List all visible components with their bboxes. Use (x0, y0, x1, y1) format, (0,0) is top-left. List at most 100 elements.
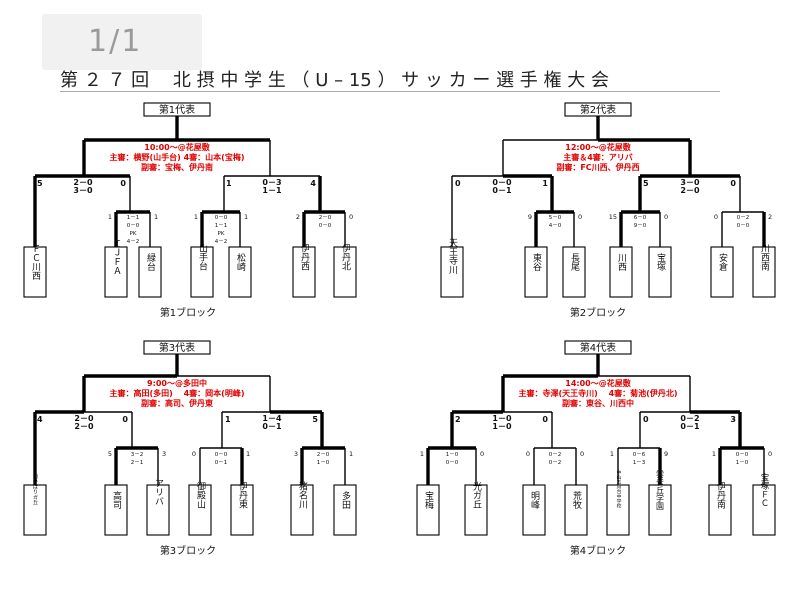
block-3-name: 第3ブロック (160, 544, 216, 557)
svg-text:3: 3 (162, 450, 166, 458)
team-box: 御殿山 (188, 480, 212, 536)
svg-text:1: 1 (108, 213, 112, 221)
block-1-label: 第1代表 (159, 103, 195, 116)
svg-text:1: 1 (225, 415, 231, 424)
svg-text:3－0: 3－0 (73, 186, 93, 195)
team-box: 伊丹東 (230, 480, 254, 536)
svg-text:1: 1 (246, 450, 250, 458)
svg-text:6－0: 6－0 (634, 215, 647, 221)
block-4-info-assistants: 副審：東谷、川西中 (562, 398, 634, 408)
svg-text:0－0: 0－0 (215, 215, 228, 221)
svg-text:3: 3 (730, 415, 736, 424)
block-1-info-referee: 主審：横野(山手台) 4審：山本(宝梅) (110, 152, 245, 162)
svg-text:1: 1 (194, 213, 198, 221)
team-name: 多田 (340, 490, 351, 510)
team-box: 伊丹北 (333, 242, 357, 298)
block-3-info-assistants: 副審：高司、伊丹東 (141, 398, 213, 408)
svg-text:4－0: 4－0 (549, 223, 562, 229)
svg-text:1: 1 (154, 213, 158, 221)
svg-text:1－1: 1－1 (127, 215, 140, 221)
svg-text:0: 0 (578, 213, 582, 221)
svg-text:1－0: 1－0 (492, 414, 512, 423)
svg-text:1: 1 (542, 179, 548, 188)
block-1-info-assistants: 副審：宝梅、伊丹南 (141, 162, 213, 172)
page-counter-text: 1/1 (88, 24, 143, 59)
svg-text:4－2: 4－2 (127, 239, 140, 245)
team-name: 山手台 (197, 243, 208, 271)
svg-text:0－2: 0－2 (737, 215, 750, 221)
team-box: 安倉 (710, 246, 734, 298)
team-name: アリバ (153, 479, 164, 506)
svg-text:2: 2 (296, 213, 300, 221)
svg-text:0: 0 (768, 450, 772, 458)
team-box: 東谷 (524, 246, 548, 298)
svg-text:1－4: 1－4 (262, 414, 282, 423)
svg-text:1－0: 1－0 (446, 452, 459, 458)
svg-text:0－1: 0－1 (680, 422, 700, 431)
team-box: 宝塚ＦＣ (752, 472, 776, 536)
svg-text:0－1: 0－1 (492, 186, 512, 195)
svg-text:2－0: 2－0 (680, 186, 700, 195)
svg-text:5: 5 (37, 179, 43, 188)
svg-text:2－0: 2－0 (319, 215, 332, 221)
document-title: 第 ２ ７ 回 北 摂 中 学 生 （ U – 15 ） サ ッ カ ー 選 手… (60, 70, 609, 91)
block-3-label: 第3代表 (159, 341, 195, 354)
svg-text:1－1: 1－1 (262, 186, 282, 195)
block-4-info-time: 14:00～@花屋敷 (565, 378, 631, 388)
team-box: 天王寺川 (440, 238, 464, 298)
team-box: 荒牧 (564, 484, 588, 536)
team-box: 川西南 (752, 244, 776, 298)
svg-text:0－0: 0－0 (736, 452, 749, 458)
svg-text:2: 2 (455, 415, 461, 424)
svg-text:0: 0 (580, 450, 584, 458)
svg-text:0－0: 0－0 (127, 223, 140, 229)
block-3-info-time: 9:00～@多田中 (147, 378, 207, 388)
team-name: 宝梅 (423, 490, 434, 510)
svg-text:0: 0 (120, 179, 126, 188)
block-4-info-referee: 主審：寺澤(天王寺川) 4審：菊池(伊丹北) (519, 388, 678, 398)
team-name: 天王寺川 (447, 238, 458, 274)
team-box: 南ひばりガ丘 (23, 472, 47, 536)
team-name: 中山五月台中学校 (616, 469, 621, 510)
title-divider (60, 91, 720, 92)
team-name: 南ひばりガ丘 (32, 472, 38, 505)
svg-text:1: 1 (349, 450, 353, 458)
team-name: 松崎 (235, 252, 246, 271)
team-name: ＩＪＦＡ (111, 239, 121, 275)
block-4-label: 第4代表 (580, 341, 616, 354)
svg-text:0－0: 0－0 (319, 223, 332, 229)
team-box: 光ガ丘 (464, 480, 488, 536)
svg-text:PK: PK (218, 231, 225, 237)
svg-text:2－1: 2－1 (131, 460, 144, 466)
block-2-info-time: 12:00～@花屋敷 (565, 142, 631, 152)
block-1: 第1代表 10:00～@花屋敷 主審：横野(山手台) 4審：山本(宝梅) 副審：… (23, 102, 357, 319)
team-name: 宝塚 (655, 252, 666, 272)
team-box: 宝梅 (416, 484, 440, 536)
svg-text:0－6: 0－6 (633, 452, 646, 458)
svg-text:9: 9 (664, 450, 668, 458)
block-4: 第4代表 14:00～@花屋敷 主審：寺澤(天王寺川) 4審：菊池(伊丹北) 副… (416, 340, 776, 557)
svg-text:0－0: 0－0 (446, 460, 459, 466)
block-2: 第2代表 12:00～@花屋敷 主審＆4審：アリバ 副審：FC川西、伊丹西 0 … (440, 102, 776, 319)
svg-text:0－0: 0－0 (737, 223, 750, 229)
team-box: ＩＪＦＡ (104, 239, 128, 298)
svg-text:0: 0 (542, 415, 548, 424)
svg-text:2－0: 2－0 (317, 452, 330, 458)
svg-text:0－3: 0－3 (262, 178, 281, 187)
svg-text:1－0: 1－0 (736, 460, 749, 466)
svg-text:0: 0 (714, 213, 718, 221)
team-box: 明峰 (522, 484, 546, 536)
svg-text:0: 0 (455, 179, 461, 188)
team-box: 猪名川 (290, 480, 314, 536)
team-name: 雲雀丘学園 (656, 470, 665, 511)
svg-text:0: 0 (730, 179, 736, 188)
team-name: 宝塚ＦＣ (759, 472, 769, 507)
team-box: 長尾 (562, 246, 586, 298)
svg-text:1－0: 1－0 (317, 460, 330, 466)
team-box: 川西 (609, 246, 633, 298)
svg-text:0: 0 (192, 450, 196, 458)
team-name: 高司 (111, 490, 122, 509)
svg-text:1－1: 1－1 (215, 223, 228, 229)
block-2-info-assistants: 副審：FC川西、伊丹西 (556, 162, 639, 172)
